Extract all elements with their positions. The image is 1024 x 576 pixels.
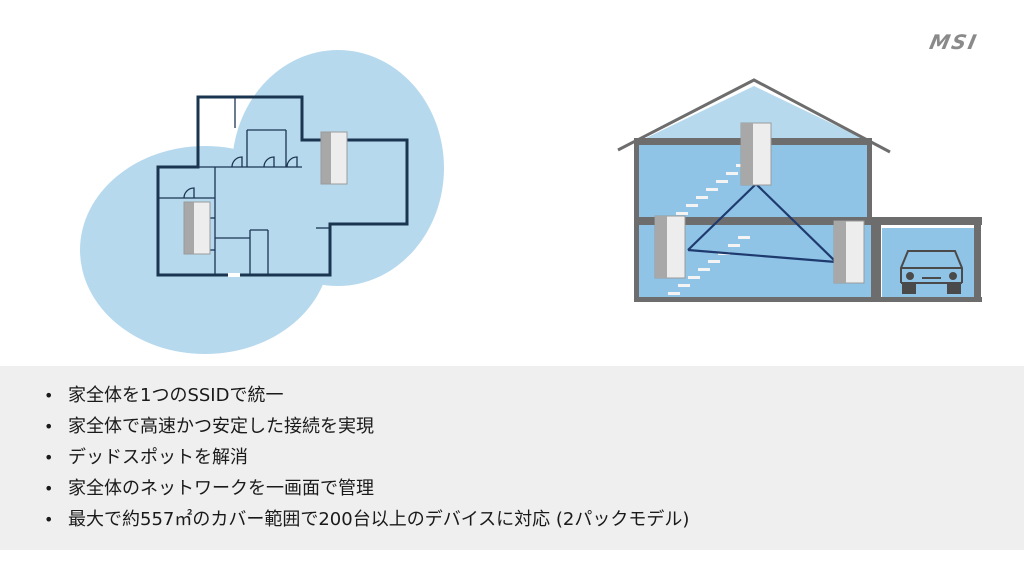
car-icon — [900, 250, 963, 294]
feature-item: 家全体を1つのSSIDで統一 — [40, 380, 1024, 411]
router-icon — [833, 220, 865, 284]
feature-item: 家全体で高速かつ安定した接続を実現 — [40, 411, 1024, 442]
feature-panel: 家全体を1つのSSIDで統一 家全体で高速かつ安定した接続を実現 デッドスポット… — [0, 366, 1024, 550]
floorplan-outer-wall — [156, 95, 409, 277]
router-icon — [183, 201, 211, 255]
router-icon — [740, 122, 772, 186]
feature-item: 家全体のネットワークを一画面で管理 — [40, 473, 1024, 504]
mesh-links — [687, 183, 837, 264]
router-icon — [320, 131, 348, 185]
feature-item: デッドスポットを解消 — [40, 442, 1024, 473]
house-roof — [617, 78, 891, 154]
floorplan-coverage — [80, 50, 444, 354]
coverage-illustration — [80, 50, 982, 354]
house-attic — [646, 86, 862, 138]
feature-item: 最大で約557㎡のカバー範囲で200台以上のデバイスに対応 (2パックモデル) — [40, 504, 1024, 535]
feature-list: 家全体を1つのSSIDで統一 家全体で高速かつ安定した接続を実現 デッドスポット… — [0, 366, 1024, 535]
router-icon — [654, 215, 686, 279]
house-cross-section — [617, 78, 982, 302]
